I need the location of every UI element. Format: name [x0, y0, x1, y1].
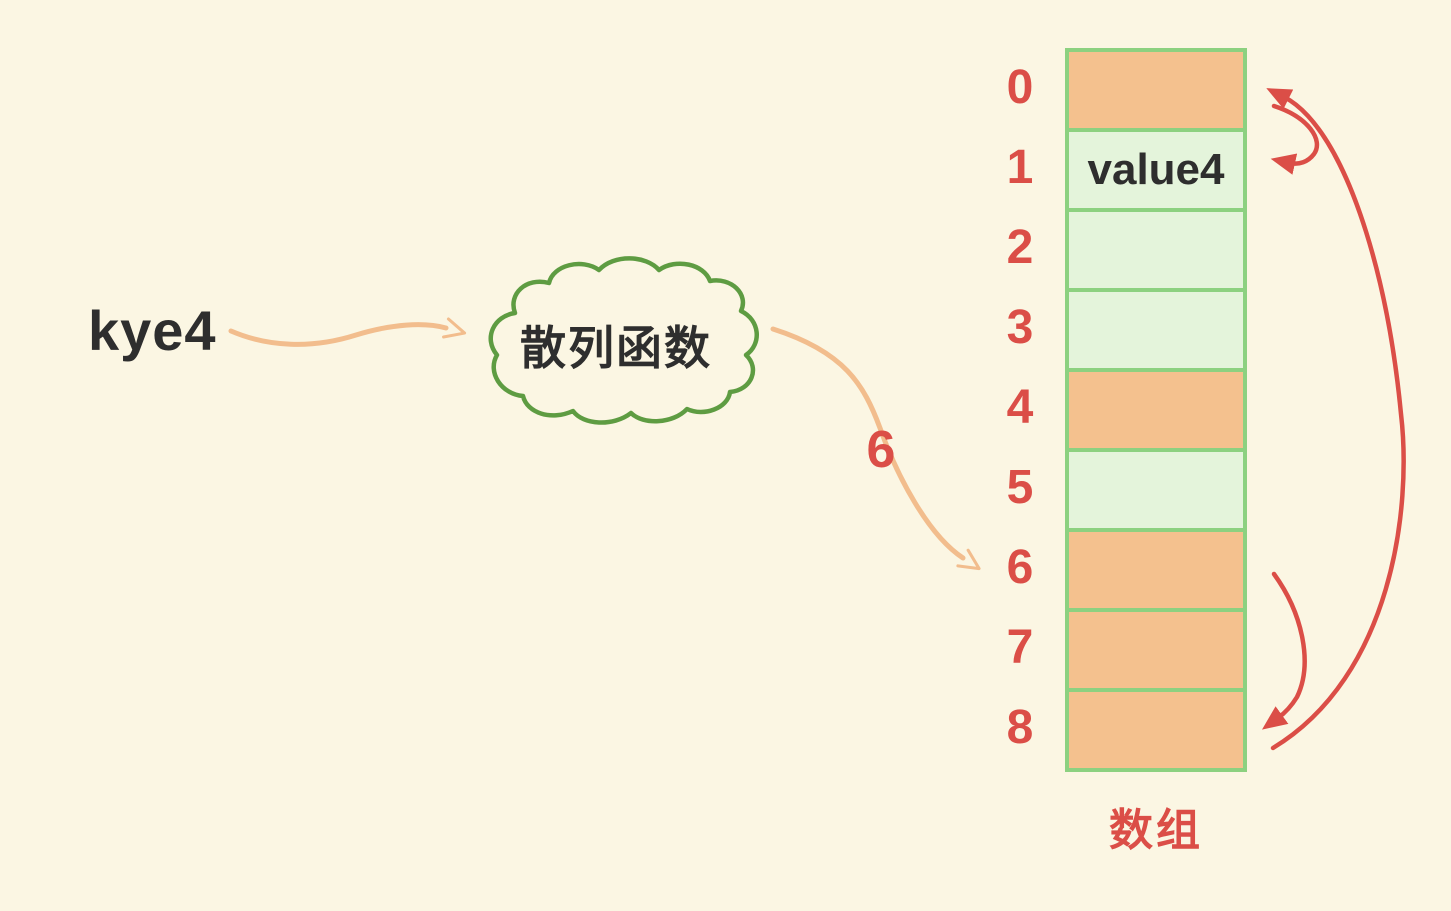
- wrap-8-to-0-arrow-icon: [1266, 88, 1406, 751]
- hash-function-cloud: [488, 256, 759, 425]
- array-index-0: 0: [1006, 61, 1034, 114]
- hash-function-label: 散列函数: [520, 322, 712, 374]
- array-cell-2: [1065, 208, 1247, 292]
- array-cell-1: value4: [1065, 128, 1247, 212]
- hash-result-value: 6: [866, 421, 896, 479]
- array-index-8: 8: [1006, 701, 1034, 754]
- array-index-column: 0 1 2 3 4 5 6 7 8: [992, 48, 1048, 768]
- array-index-5: 5: [1006, 461, 1034, 514]
- probe-0-to-1-arrow-icon: [1270, 103, 1320, 175]
- array-cell-5: [1065, 448, 1247, 532]
- hash-to-index-arrow-icon: [770, 326, 981, 571]
- key-to-hash-arrow-icon: [228, 317, 467, 347]
- array-index-2: 2: [1006, 221, 1034, 274]
- array-cell-0: [1065, 48, 1247, 132]
- array-index-7: 7: [1006, 621, 1034, 674]
- array-caption: 数组: [1109, 806, 1203, 855]
- key-label: kye4: [88, 299, 217, 362]
- array-index-1: 1: [1006, 141, 1034, 194]
- array-cell-3: [1065, 288, 1247, 372]
- array-index-3: 3: [1006, 301, 1034, 354]
- array-index-4: 4: [1006, 381, 1034, 434]
- array-cell-4: [1065, 368, 1247, 452]
- array-cell-8: [1065, 688, 1247, 772]
- array-cell-7: [1065, 608, 1247, 692]
- array-cell-6: [1065, 528, 1247, 612]
- hash-array: value4: [1065, 48, 1247, 772]
- array-index-6: 6: [1006, 541, 1034, 594]
- probe-6-to-8-arrow-icon: [1261, 571, 1307, 730]
